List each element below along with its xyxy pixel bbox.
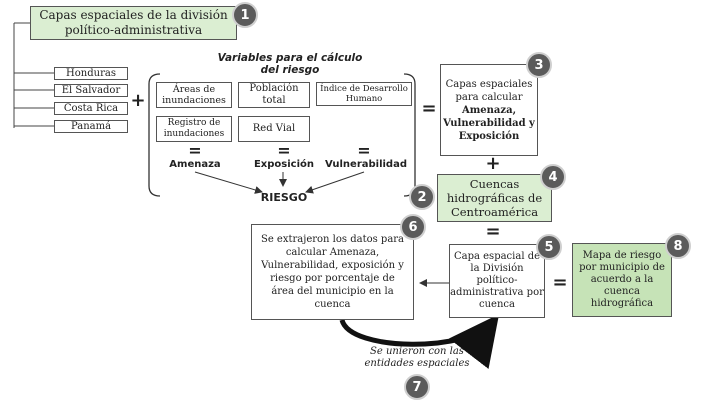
step-badge-6: 6	[400, 214, 426, 240]
arrow-amenaza	[194, 171, 263, 194]
step-badge-8: 8	[665, 233, 691, 259]
step-badge-4: 4	[540, 164, 566, 190]
data-extraction-box: Se extrajeron los datos para calcular Am…	[251, 224, 414, 320]
equals-to-layers: =	[421, 97, 437, 119]
plus-symbol-1: +	[130, 89, 146, 111]
equals-exposicion: =	[277, 140, 291, 160]
calculation-layers-text: Capas espaciales para calcular	[445, 78, 533, 103]
label-riesgo: RIESGO	[260, 191, 308, 204]
equals-amenaza: =	[188, 140, 202, 160]
country-el-salvador: El Salvador	[54, 84, 128, 97]
step-badge-3: 3	[526, 52, 552, 78]
calculation-layers-bold: Amenaza, Vulnerabilidad y Exposición	[443, 104, 535, 142]
var-poblacion-total: Población total	[238, 82, 310, 108]
union-arrow	[339, 314, 500, 369]
arrow-vulnerabilidad	[305, 171, 365, 194]
watersheds-box: Cuencas hidrográficas de Centroamérica	[437, 174, 552, 222]
country-costa-rica: Costa Rica	[54, 102, 128, 115]
step-badge-7: 7	[404, 374, 430, 400]
label-amenaza: Amenaza	[169, 159, 221, 170]
step-badge-5: 5	[536, 234, 562, 260]
var-registro-inundaciones: Registro de inundaciones	[156, 116, 232, 142]
country-panama: Panamá	[54, 120, 128, 133]
equals-to-watershed-layer: =	[485, 220, 501, 242]
var-areas-inundaciones: Áreas de inundaciones	[156, 82, 232, 108]
risk-map-box: Mapa de riesgo por municipio de acuerdo …	[572, 243, 672, 317]
country-honduras: Honduras	[54, 67, 128, 80]
political-layers-box: Capas espaciales de la división político…	[30, 6, 237, 40]
political-layers-text: Capas espaciales de la división político…	[39, 8, 228, 37]
division-by-watershed-box: Capa espacial de la División político-ad…	[449, 244, 545, 318]
step-badge-1: 1	[232, 2, 258, 28]
union-label: Se unieron con las entidades espaciales	[364, 346, 470, 369]
equals-vulnerabilidad: =	[357, 140, 371, 160]
calculation-layers-box: Capas espaciales para calcular Amenaza, …	[440, 64, 538, 156]
variables-title: Variables para el cálculo del riesgo	[217, 52, 363, 76]
label-vulnerabilidad: Vulnerabilidad	[324, 159, 408, 170]
var-red-vial: Red Vial	[238, 116, 310, 142]
label-exposicion: Exposición	[253, 159, 315, 170]
var-idh: Índice de Desarrollo Humano	[316, 82, 412, 106]
plus-symbol-2: +	[485, 152, 501, 174]
equals-to-risk-map: =	[552, 271, 568, 293]
step-badge-2: 2	[409, 184, 435, 210]
